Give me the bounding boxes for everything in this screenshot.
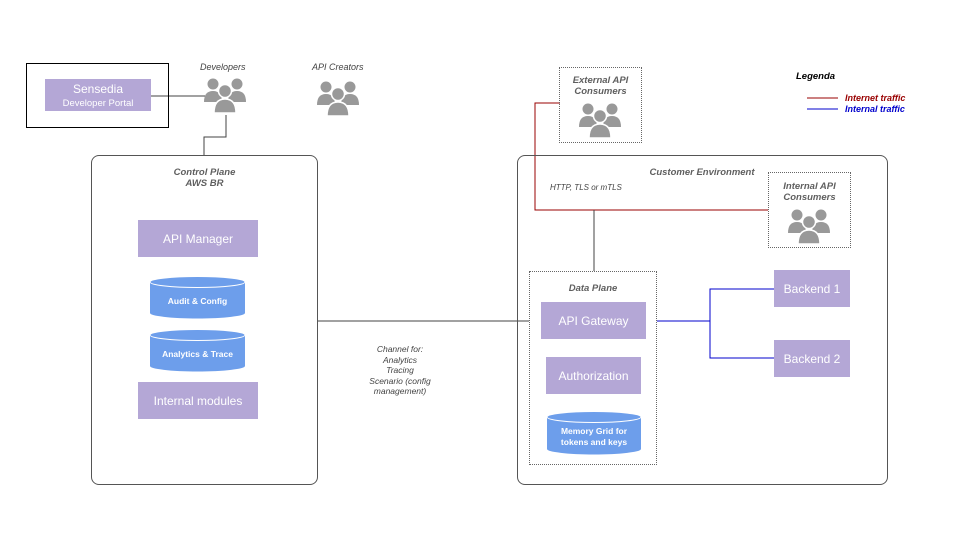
portal-frame [26,63,169,128]
internal-traffic-backend2-line [709,321,774,359]
legend-title: Legenda [796,71,836,82]
audit-config-database-icon [149,276,246,319]
api-gateway-box[interactable]: API Gateway [541,302,646,339]
internal-traffic-backend1-line [709,288,774,321]
authorization-label: Authorization [558,368,629,383]
backend-1-label: Backend 1 [783,281,841,296]
developers-label: Developers [200,62,246,72]
legend-internet-label: Internet traffic [845,93,906,103]
internal-modules-label: Internal modules [153,393,243,408]
channel-note: Channel for: Analytics Tracing Scenario … [369,344,431,396]
backend-2-box[interactable]: Backend 2 [774,340,850,377]
api-gateway-label: API Gateway [558,313,629,328]
audit-config-label: Audit & Config [167,296,228,306]
backend-2-label: Backend 2 [783,351,841,366]
backend-1-box[interactable]: Backend 1 [774,270,850,307]
protocol-note: HTTP, TLS or mTLS [550,183,622,192]
external-consumers-people-icon [579,103,621,139]
control-plane-developers-line [203,115,227,155]
internet-traffic-line [534,102,768,211]
customer-environment-title: Customer Environment [649,167,755,178]
api-creators-label: API Creators [312,62,364,72]
internal-modules-box[interactable]: Internal modules [138,382,258,419]
analytics-trace-database-icon [149,329,246,372]
api-manager-box[interactable]: API Manager [138,220,258,257]
control-plane-title: Control Plane AWS BR [173,167,236,189]
memory-grid-database-icon [546,411,642,455]
portal-title: Sensedia [72,81,124,96]
developers-people-icon [204,78,246,114]
internal-consumers-label: Internal API Consumers [783,181,836,203]
portal-subtitle: Developer Portal [62,97,134,109]
data-plane-title: Data Plane [568,283,618,294]
control-plane-frame [91,155,318,485]
external-consumers-frame [559,67,642,143]
api-creators-people-icon [317,81,359,117]
authorization-box[interactable]: Authorization [546,357,641,394]
external-consumers-label: External API Consumers [572,75,629,97]
legend-internal-label: Internal traffic [845,104,905,114]
internal-consumers-people-icon [788,209,830,245]
api-manager-label: API Manager [162,231,234,246]
developer-portal-box[interactable]: Sensedia Developer Portal [45,79,151,111]
customer-environment-frame [517,155,888,485]
analytics-trace-label: Analytics & Trace [162,349,233,359]
memory-grid-label: Memory Grid for tokens and keys [560,426,628,447]
